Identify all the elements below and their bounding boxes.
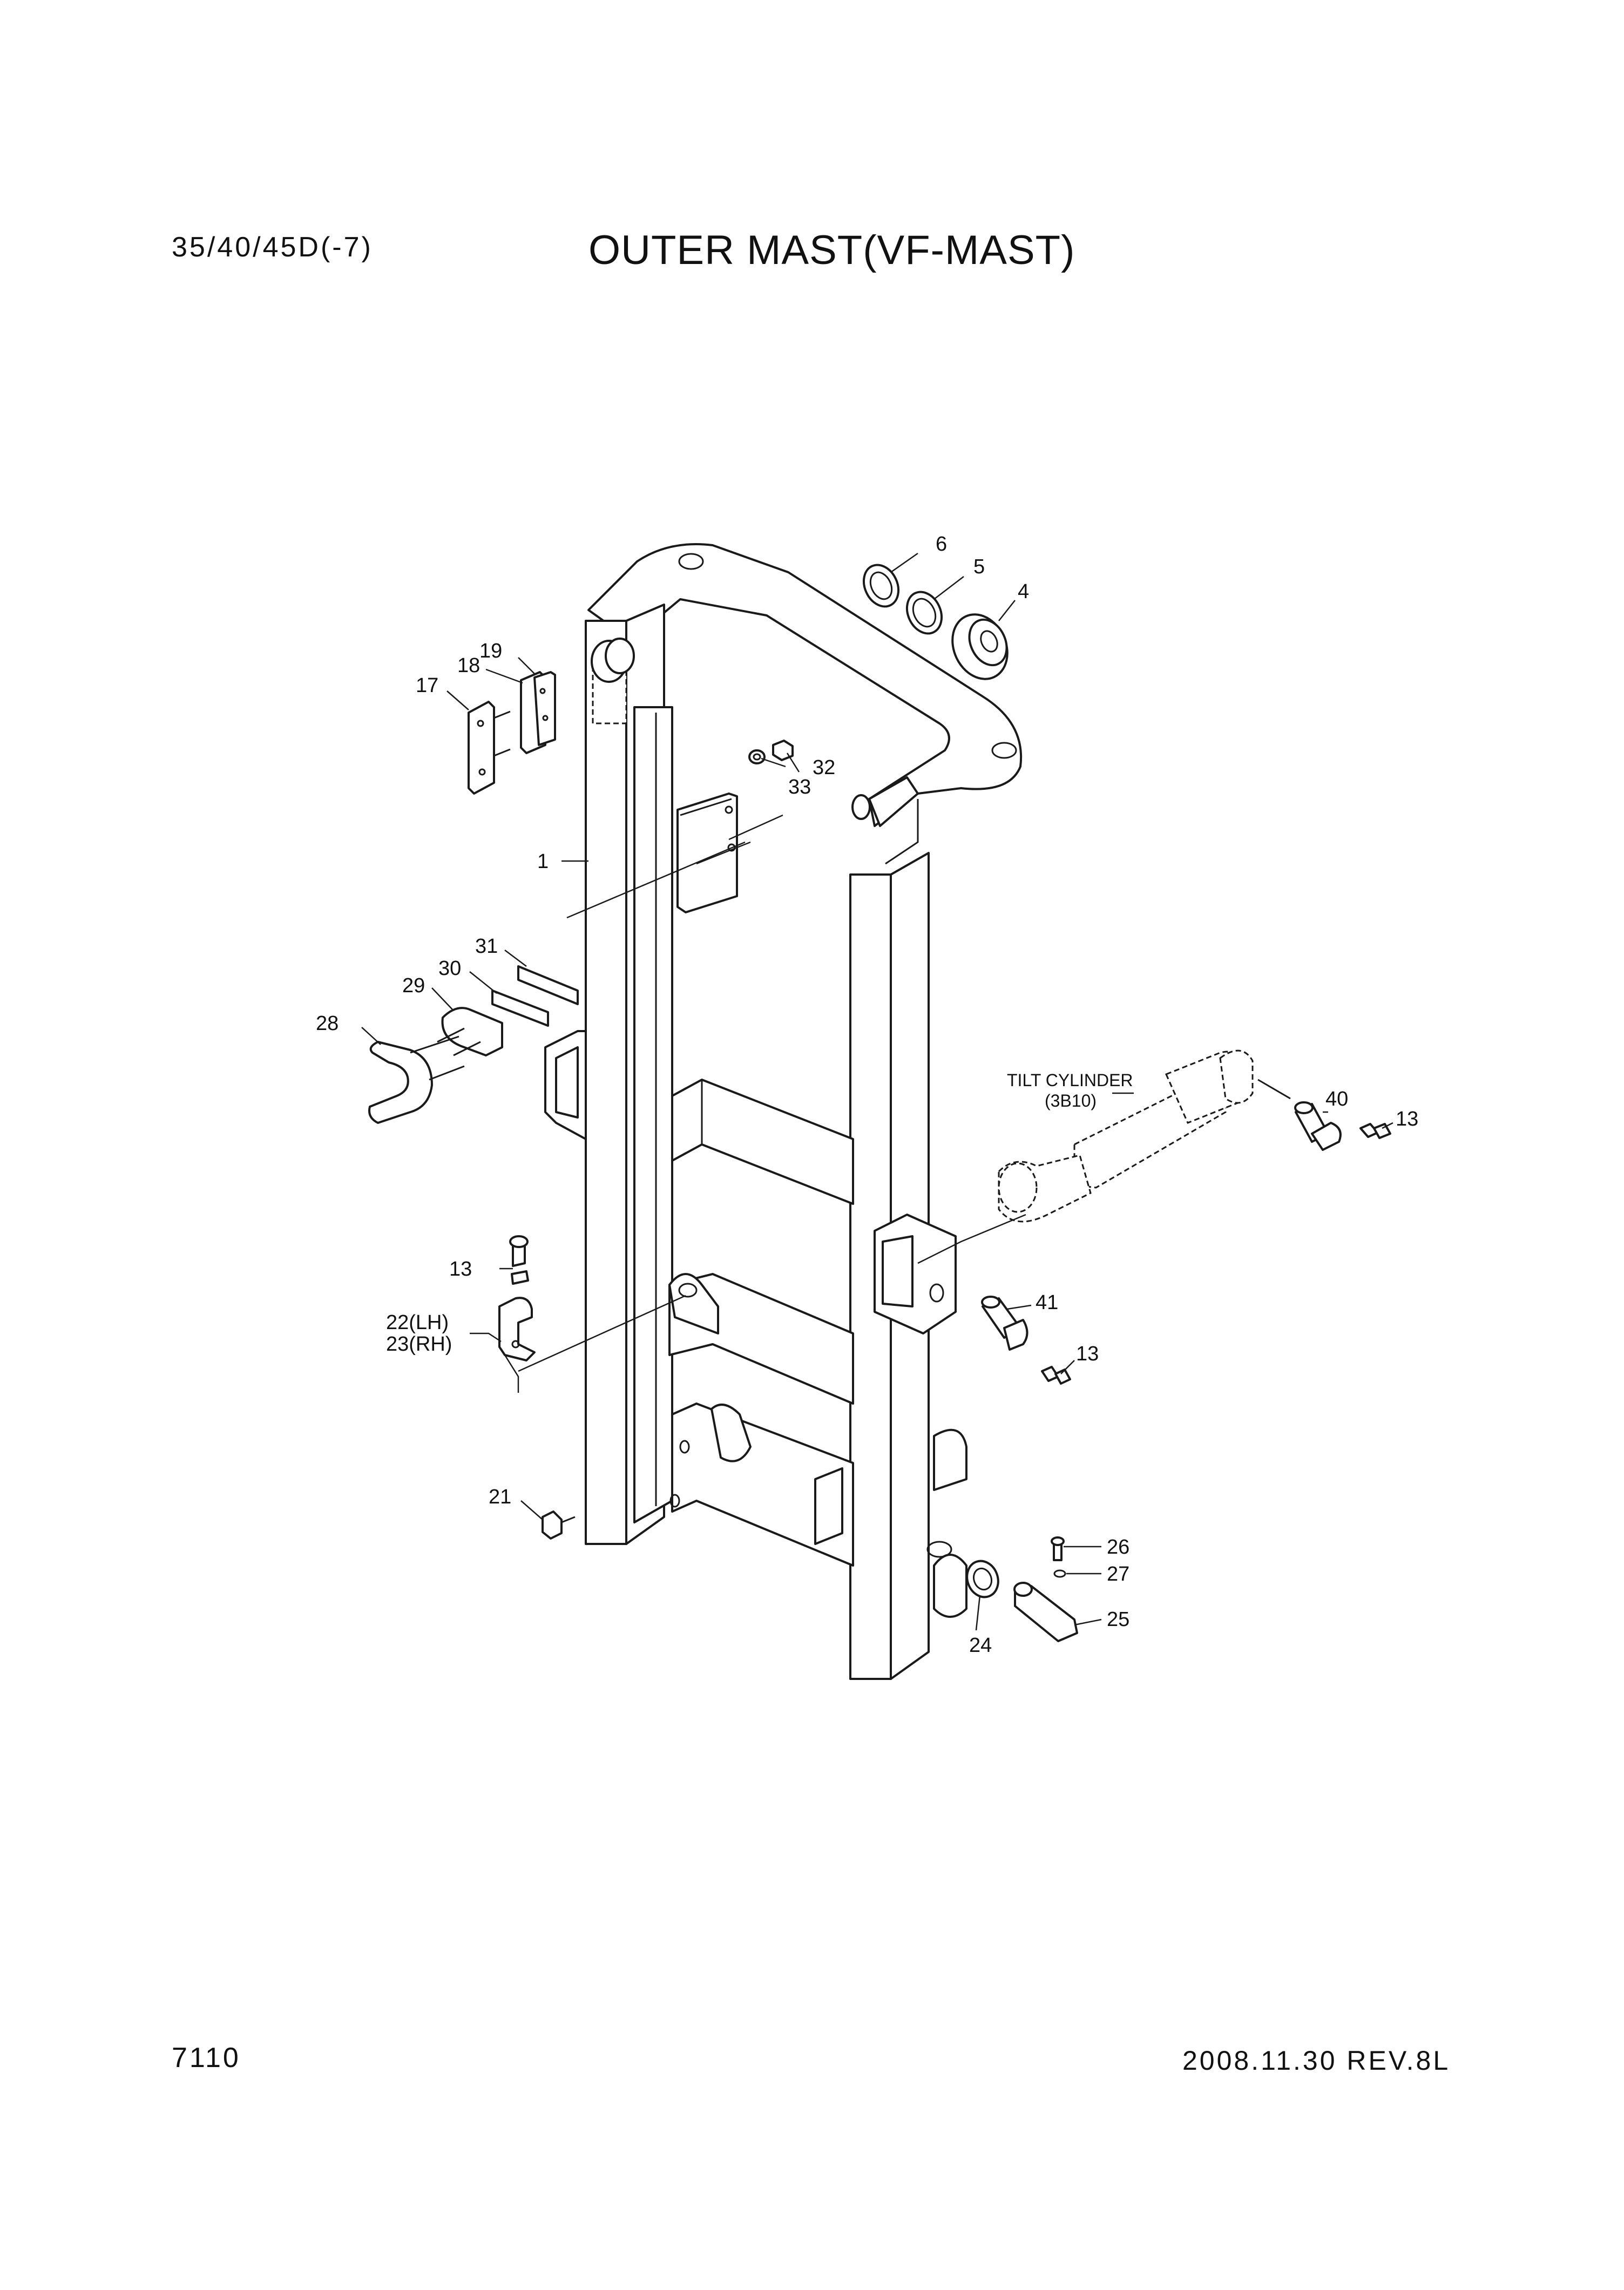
callout-22: 22(LH): [386, 1311, 449, 1334]
hose-bracket-22-23: [498, 1235, 536, 1361]
callout-28: 28: [316, 1012, 339, 1035]
callout-19: 19: [479, 640, 502, 662]
guide-plates-17-19: [468, 671, 556, 795]
mast-top-frame: [587, 543, 1023, 865]
callout-labels: 1 6 5 4 17 18 19 32 33 31 30 29 28 13 22…: [316, 533, 1418, 1657]
callout-25: 25: [1107, 1608, 1129, 1631]
nut-washer-32-33: [748, 740, 794, 764]
callout-31: 31: [475, 935, 498, 958]
model-code: 35/40/45D(-7): [172, 232, 373, 263]
callout-41: 41: [1036, 1291, 1058, 1314]
callout-13-left: 13: [449, 1258, 472, 1280]
callout-6: 6: [936, 533, 947, 555]
callout-23: 23(RH): [386, 1333, 452, 1356]
hose-clamp-set-28-31: [368, 965, 579, 1124]
callout-24: 24: [969, 1634, 992, 1657]
date-revision: 2008.11.30 REV.8L: [1182, 2045, 1451, 2076]
bottom-pin-bosses: [926, 1541, 967, 1618]
callout-30: 30: [438, 957, 461, 980]
tilt-cylinder-outline: [998, 1049, 1291, 1223]
right-bracket-box: [874, 1214, 957, 1334]
callout-21: 21: [489, 1486, 511, 1508]
pin-40: [1294, 1101, 1391, 1151]
chain-anchor-block: [676, 792, 738, 913]
pin-41: [981, 1296, 1071, 1385]
lower-crossmembers: [668, 1079, 967, 1567]
callout-13-right: 13: [1396, 1108, 1418, 1130]
callout-5: 5: [973, 555, 985, 578]
callout-29: 29: [402, 974, 425, 997]
callout-4: 4: [1018, 580, 1029, 603]
callout-40: 40: [1325, 1088, 1348, 1110]
leader-lines: [361, 552, 1393, 1631]
callout-33: 33: [788, 776, 811, 798]
callout-18: 18: [457, 654, 480, 677]
left-outer-rail: [585, 604, 673, 1545]
callout-32: 32: [813, 756, 835, 779]
callout-26: 26: [1107, 1536, 1129, 1559]
left-bracket-box: [544, 1030, 587, 1140]
page-number: 7110: [172, 2042, 241, 2074]
tilt-cylinder-ref: (3B10): [1045, 1091, 1097, 1110]
roller-group: [862, 564, 1009, 680]
callout-27: 27: [1107, 1563, 1129, 1586]
callout-13-lower: 13: [1076, 1343, 1099, 1365]
callout-17: 17: [416, 674, 438, 697]
tilt-cylinder-label: TILT CYLINDER: [1007, 1071, 1133, 1090]
pivot-pin-set-24-27: [966, 1536, 1078, 1642]
bolt-21: [542, 1510, 576, 1540]
page-title: OUTER MAST(VF-MAST): [588, 227, 1075, 273]
callout-1: 1: [537, 850, 549, 873]
